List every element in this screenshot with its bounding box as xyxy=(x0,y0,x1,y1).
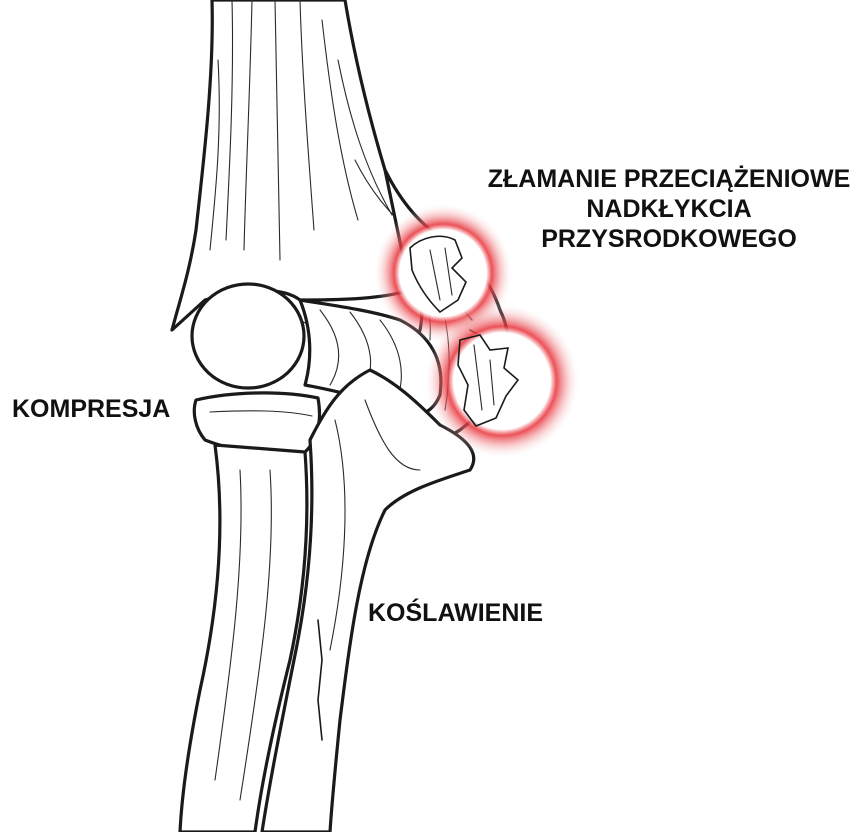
valgus-label: KOŚLAWIENIE xyxy=(368,598,543,628)
compression-label: KOMPRESJA xyxy=(12,394,170,424)
fracture-label-line2: NADKŁYKCIA xyxy=(470,194,868,224)
fracture-label-line1: ZŁAMANIE PRZECIĄŻENIOWE xyxy=(470,164,868,194)
radius-head xyxy=(194,393,319,453)
fracture-highlight-lower xyxy=(424,303,580,459)
capitulum xyxy=(192,284,304,388)
fracture-label: ZŁAMANIE PRZECIĄŻENIOWE NADKŁYKCIA PRZYS… xyxy=(470,164,868,254)
fracture-label-line3: PRZYSRODKOWEGO xyxy=(470,224,868,254)
